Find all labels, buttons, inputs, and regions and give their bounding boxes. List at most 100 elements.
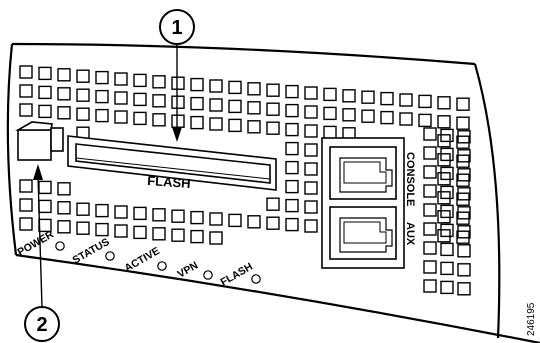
vent-hole: [286, 143, 298, 155]
vent-hole: [400, 113, 412, 125]
vent-hole: [419, 95, 431, 107]
callout-2-arrowhead: [33, 164, 43, 180]
vent-hole: [20, 218, 32, 230]
led-active: [158, 262, 166, 270]
flash-slot-label: FLASH: [147, 173, 191, 191]
vent-hole: [20, 180, 32, 192]
vent-hole: [441, 243, 453, 255]
led-label-status: STATUS: [71, 236, 112, 267]
vent-hole: [286, 86, 298, 98]
vent-hole: [458, 245, 470, 257]
vent-hole: [134, 226, 146, 238]
vent-hole: [39, 86, 51, 98]
vent-hole: [191, 98, 203, 110]
vent-hole: [286, 181, 298, 193]
led-label-vpn: VPN: [176, 259, 201, 280]
vent-hole: [267, 84, 279, 96]
vent-hole: [305, 163, 317, 175]
vent-hole: [77, 203, 89, 215]
vent-hole: [424, 223, 436, 235]
vent-hole: [96, 224, 108, 236]
vent-hole: [305, 87, 317, 99]
vent-hole: [153, 95, 165, 107]
vent-hole: [305, 201, 317, 213]
vent-hole: [305, 182, 317, 194]
vent-hole: [343, 90, 355, 102]
vent-hole: [305, 144, 317, 156]
vent-hole: [96, 72, 108, 84]
vent-hole: [77, 89, 89, 101]
vent-hole: [153, 114, 165, 126]
vent-hole: [324, 107, 336, 119]
led-status: [106, 252, 114, 260]
vent-hole: [438, 97, 450, 109]
vent-hole: [172, 77, 184, 89]
vent-hole: [191, 231, 203, 243]
vent-hole: [248, 83, 260, 95]
vent-hole: [153, 76, 165, 88]
vent-hole: [286, 162, 298, 174]
vent-hole: [286, 124, 298, 136]
vent-hole: [191, 79, 203, 91]
vent-hole: [58, 202, 70, 214]
vent-hole: [419, 114, 431, 126]
vent-hole: [441, 262, 453, 274]
vent-hole: [424, 166, 436, 178]
vent-hole: [210, 99, 222, 111]
vent-hole: [305, 106, 317, 118]
vent-hole: [229, 100, 241, 112]
led-panel: POWER STATUS ACTIVE VPN FLASH: [16, 228, 261, 288]
vent-hole: [286, 105, 298, 117]
figure-id: 246195: [526, 302, 537, 336]
vent-hole: [210, 118, 222, 130]
vent-hole: [248, 121, 260, 133]
console-port: [330, 147, 396, 199]
vent-hole: [441, 281, 453, 293]
vent-hole: [96, 91, 108, 103]
vent-hole: [134, 93, 146, 105]
vent-hole: [172, 210, 184, 222]
callout-1-number: 1: [171, 17, 182, 39]
vent-hole: [267, 217, 279, 229]
vent-hole: [267, 122, 279, 134]
led-label-power: POWER: [16, 228, 57, 258]
vent-hole: [115, 206, 127, 218]
vent-hole: [424, 128, 436, 140]
vent-hole: [324, 126, 336, 138]
port-label-console: CONSOLE: [404, 152, 416, 206]
vent-hole: [458, 264, 470, 276]
vent-hole: [229, 119, 241, 131]
vent-hole: [77, 222, 89, 234]
vent-hole: [115, 92, 127, 104]
vent-hole: [172, 229, 184, 241]
vent-hole: [191, 117, 203, 129]
port-label-aux: AUX: [404, 222, 416, 246]
vent-hole: [58, 88, 70, 100]
callout-2-number: 2: [36, 314, 47, 336]
vent-hole: [39, 67, 51, 79]
vent-hole: [134, 112, 146, 124]
vent-hole: [153, 228, 165, 240]
vent-hole: [153, 209, 165, 221]
vent-hole: [20, 66, 32, 78]
vent-hole: [96, 110, 108, 122]
vent-hole: [39, 105, 51, 117]
vent-hole: [58, 183, 70, 195]
vent-hole: [305, 220, 317, 232]
vent-hole: [115, 225, 127, 237]
vent-hole: [362, 91, 374, 103]
vent-hole: [424, 261, 436, 273]
vent-hole: [115, 73, 127, 85]
port-block: [322, 138, 404, 268]
led-label-active: ACTIVE: [123, 245, 162, 275]
vent-hole: [134, 74, 146, 86]
vent-hole: [77, 108, 89, 120]
vent-hole: [362, 110, 374, 122]
vent-hole: [229, 214, 241, 226]
led-power: [56, 242, 64, 250]
vent-hole: [172, 115, 184, 127]
vent-hole: [343, 109, 355, 121]
vent-hole: [458, 283, 470, 295]
vent-hole: [134, 207, 146, 219]
vent-hole: [400, 94, 412, 106]
